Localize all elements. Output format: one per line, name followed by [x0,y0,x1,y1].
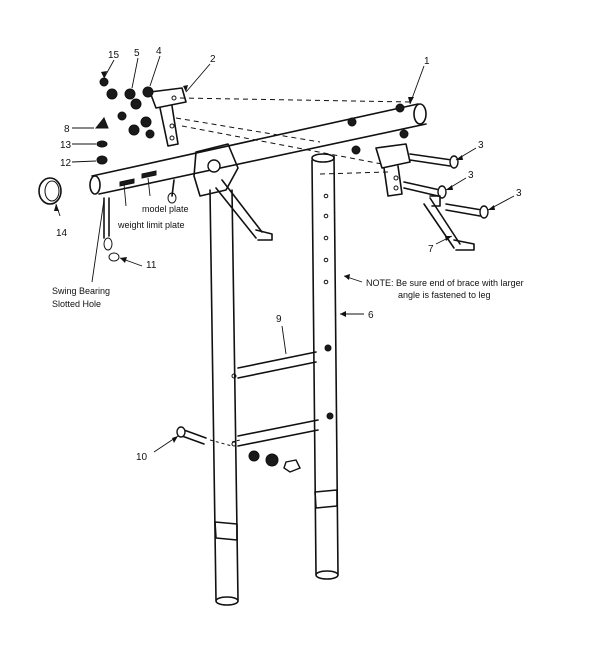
hardware-cluster-left [99,77,155,139]
plates [119,170,177,204]
callout-5: 5 [134,48,140,59]
note-line-1: NOTE: Be sure end of brace with larger [366,278,524,288]
hardware-top-right [347,103,409,155]
ladder-rungs [231,351,319,447]
bolt-ten [176,426,301,473]
callout-11: 11 [146,260,157,271]
callout-6: 6 [368,310,374,321]
callout-7: 7 [428,244,434,255]
top-bar [89,103,427,197]
text-labels: model plate weight limit plate Swing Bea… [52,204,524,309]
callout-15: 15 [108,50,120,61]
left-leg [209,189,239,606]
callout-3-top: 3 [478,140,484,151]
callout-9: 9 [276,314,282,325]
model-plate-label: model plate [142,204,189,214]
callout-10: 10 [136,452,148,463]
callout-numbers: 15 5 4 2 1 8 13 12 14 11 3 3 3 7 6 9 10 [56,46,522,463]
callout-13: 13 [60,140,72,151]
leader-arrowheads [54,71,495,443]
dashed-alignment-lines [175,97,413,175]
swing-bearing-label: Swing Bearing [52,286,110,296]
hardware-column-left [94,117,109,165]
callout-12: 12 [60,158,72,169]
callout-3-middle: 3 [468,170,474,181]
callout-8: 8 [64,124,70,135]
left-bracket [149,87,187,147]
left-brace [215,179,273,241]
callout-1: 1 [424,56,430,67]
callout-14: 14 [56,228,68,239]
bolts-right [403,153,489,219]
callout-3-bottom: 3 [516,188,522,199]
right-brace [423,195,475,251]
weight-limit-plate-label: weight limit plate [117,220,185,230]
callout-4: 4 [156,46,162,57]
swing-hanger [103,197,120,262]
right-leg [311,153,339,580]
callout-2: 2 [210,54,216,65]
end-cap [38,177,62,205]
slotted-hole-label: Slotted Hole [52,299,101,309]
note-line-2: angle is fastened to leg [398,290,491,300]
right-bracket [375,143,411,197]
